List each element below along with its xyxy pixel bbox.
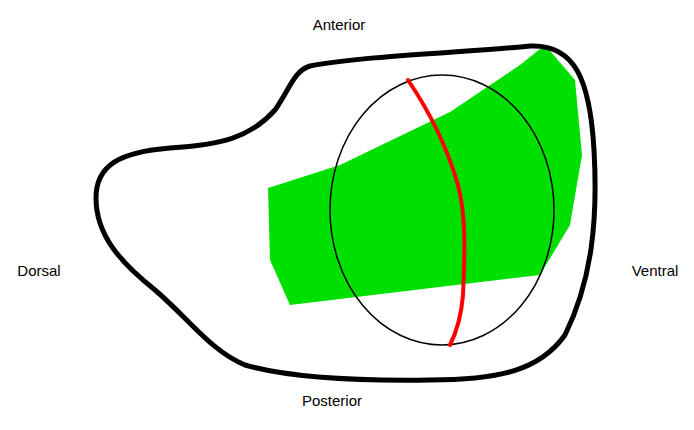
orientation-label: Dorsal <box>17 262 60 280</box>
inner-outline <box>330 75 554 345</box>
orientation-label: Ventral <box>632 262 679 280</box>
organ-outline <box>96 46 595 380</box>
green-region <box>268 45 582 305</box>
red-line <box>408 80 464 345</box>
orientation-label: Posterior <box>302 392 362 410</box>
orientation-label: Anterior <box>313 16 366 34</box>
